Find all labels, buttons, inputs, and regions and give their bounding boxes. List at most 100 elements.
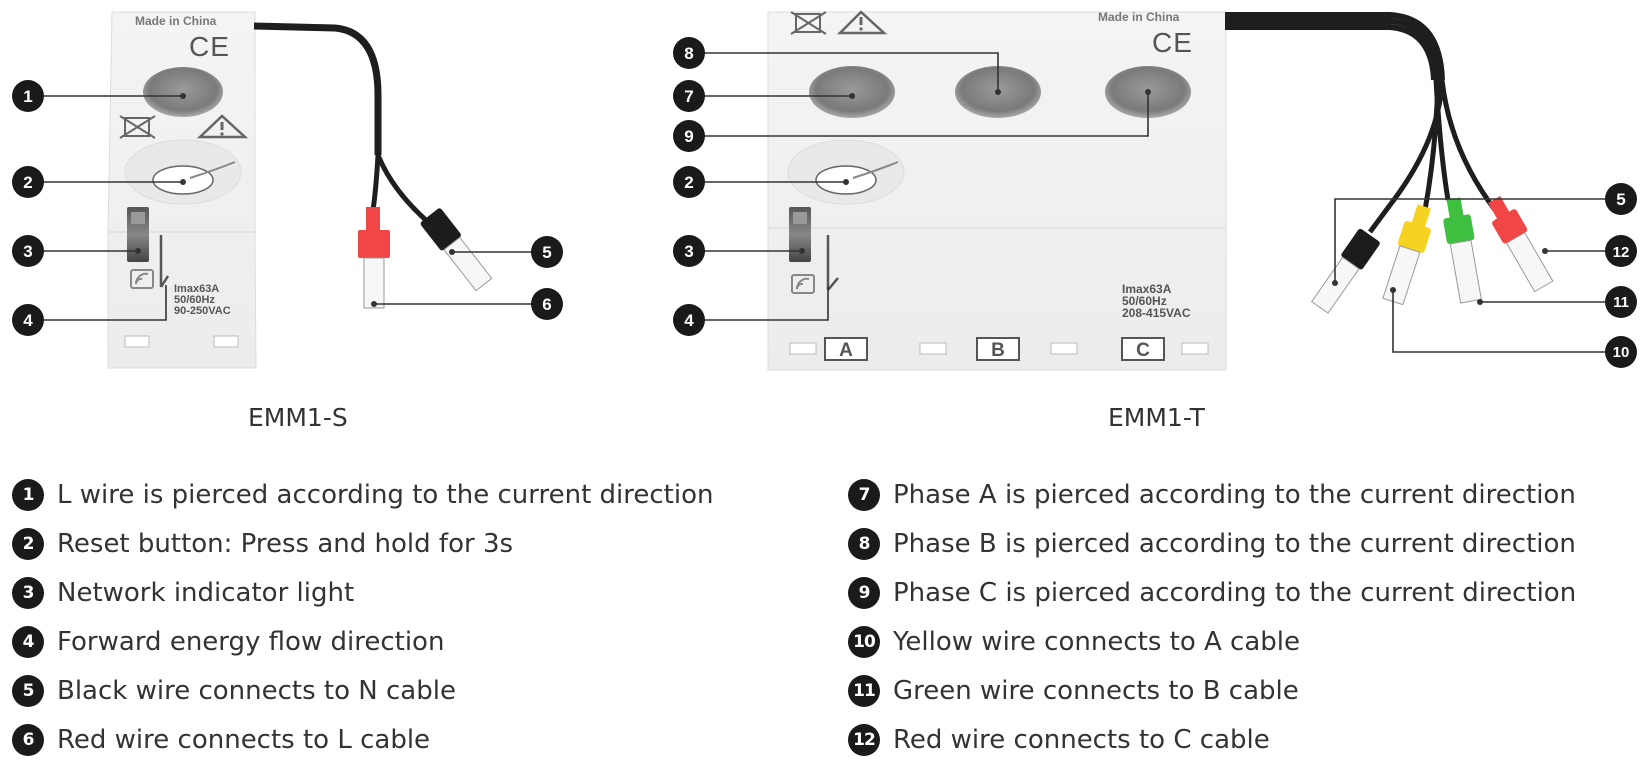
svg-text:2: 2 xyxy=(684,173,693,192)
legend-text: L wire is pierced according to the curre… xyxy=(57,480,714,510)
callout-badge: 4 xyxy=(673,304,705,336)
legend-text: Yellow wire connects to A cable xyxy=(893,627,1300,657)
device-diagram: Made in China CE Imax63A 50/60Hz 90-250V… xyxy=(12,10,1637,371)
legend-badge: 10 xyxy=(848,626,880,658)
callout-badge: 3 xyxy=(12,235,44,267)
emm1-s-black-clip xyxy=(420,208,493,292)
legend-item: 4 Forward energy flow direction xyxy=(12,625,444,659)
callout-badge: 4 xyxy=(12,304,44,336)
svg-text:7: 7 xyxy=(684,87,693,106)
energy-flow-arrow-icon xyxy=(826,235,839,291)
legend-badge: 2 xyxy=(12,528,44,560)
callout-badge: 1 xyxy=(12,80,44,112)
svg-text:C: C xyxy=(1136,340,1150,361)
svg-text:6: 6 xyxy=(542,295,551,314)
svg-text:10: 10 xyxy=(1613,344,1630,361)
legend-text: Reset button: Press and hold for 3s xyxy=(57,529,514,559)
svg-text:4: 4 xyxy=(684,311,694,330)
legend-item: 6 Red wire connects to L cable xyxy=(12,723,430,757)
callout-badge: 11 xyxy=(1605,286,1637,318)
svg-text:5: 5 xyxy=(1616,190,1625,209)
emm1-s-made-in-label: Made in China xyxy=(135,14,217,28)
legend-text: Forward energy flow direction xyxy=(57,627,445,657)
emm1-t-black-clip xyxy=(1310,228,1380,314)
svg-text:A: A xyxy=(839,340,853,361)
emm1-t-hole-a xyxy=(809,66,895,118)
legend-item: 1 L wire is pierced according to the cur… xyxy=(12,478,714,512)
svg-text:208-415VAC: 208-415VAC xyxy=(1122,306,1191,320)
legend-badge: 5 xyxy=(12,675,44,707)
wifi-icon xyxy=(791,274,815,294)
legend-text: Network indicator light xyxy=(57,578,355,608)
emm1-t-device: Made in China CE Imax63A 50/60Hz 208-415… xyxy=(767,10,1554,371)
callout-badge: 10 xyxy=(1605,336,1637,368)
legend-badge: 12 xyxy=(848,724,880,756)
svg-text:9: 9 xyxy=(684,127,693,146)
legend-item: 11 Green wire connects to B cable xyxy=(848,674,1299,708)
emm1-t-callouts: 8 7 9 2 3 4 5 12 11 10 xyxy=(673,37,1637,368)
emm1-t-made-in-label: Made in China xyxy=(1098,10,1180,24)
legend-item: 8 Phase B is pierced according to the cu… xyxy=(848,527,1576,561)
legend-badge: 4 xyxy=(12,626,44,658)
emm1-t-cable-bundle xyxy=(1225,12,1498,234)
emm1-s-device: Made in China CE Imax63A 50/60Hz 90-250V… xyxy=(107,11,493,369)
emm1-s-pierce-hole xyxy=(143,67,223,117)
emm1-s-rating-label: Imax63A 50/60Hz 90-250VAC xyxy=(174,283,231,317)
emm1-t-red-clip xyxy=(1488,196,1554,293)
svg-text:5: 5 xyxy=(542,243,551,262)
legend-badge: 7 xyxy=(848,479,880,511)
warning-triangle-icon xyxy=(196,114,249,139)
legend-text: Phase A is pierced according to the curr… xyxy=(893,480,1576,510)
callout-badge: 9 xyxy=(673,120,705,152)
svg-text:3: 3 xyxy=(23,242,32,261)
emm1-s-cable xyxy=(253,22,382,155)
emm1-s-caption: EMM1-S xyxy=(248,403,348,432)
legend-item: 5 Black wire connects to N cable xyxy=(12,674,456,708)
emm1-s-callouts: 1 2 3 4 5 6 xyxy=(12,80,563,336)
legend-badge: 11 xyxy=(848,675,880,707)
legend-badge: 9 xyxy=(848,577,880,609)
callout-badge: 5 xyxy=(1605,183,1637,215)
legend-text: Red wire connects to L cable xyxy=(57,725,431,755)
callout-badge: 5 xyxy=(531,236,563,268)
svg-text:11: 11 xyxy=(1613,294,1629,311)
svg-text:50/60Hz: 50/60Hz xyxy=(174,294,215,306)
legend-text: Green wire connects to B cable xyxy=(893,676,1299,706)
emm1-t-leader-lines xyxy=(689,52,1605,353)
callout-badge: 7 xyxy=(673,80,705,112)
svg-text:90-250VAC: 90-250VAC xyxy=(174,305,231,317)
phase-labels: A B C xyxy=(824,337,1165,361)
legend-item: 12 Red wire connects to C cable xyxy=(848,723,1270,757)
emm1-s-leader-lines xyxy=(28,95,545,321)
legend-badge: 1 xyxy=(12,479,44,511)
svg-text:Imax63A: Imax63A xyxy=(1122,282,1172,296)
weee-bin-icon xyxy=(119,115,156,139)
wifi-icon xyxy=(130,269,154,289)
legend-text: Red wire connects to C cable xyxy=(893,725,1270,755)
svg-text:1: 1 xyxy=(23,87,32,106)
svg-text:Imax63A: Imax63A xyxy=(174,283,219,295)
callout-badge: 12 xyxy=(1605,235,1637,267)
legend-item: 10 Yellow wire connects to A cable xyxy=(848,625,1300,659)
callout-badge: 3 xyxy=(673,235,705,267)
svg-text:12: 12 xyxy=(1613,244,1630,261)
legend-text: Phase C is pierced according to the curr… xyxy=(893,578,1577,608)
callout-badge: 2 xyxy=(673,166,705,198)
callout-badge: 6 xyxy=(531,288,563,320)
legend-badge: 8 xyxy=(848,528,880,560)
emm1-t-yellow-clip xyxy=(1382,204,1431,306)
svg-text:8: 8 xyxy=(684,44,693,63)
emm1-t-green-clip xyxy=(1443,197,1482,304)
warning-triangle-icon xyxy=(836,10,888,35)
svg-text:2: 2 xyxy=(23,173,32,192)
emm1-t-ce-mark: CE xyxy=(1152,27,1193,58)
svg-text:3: 3 xyxy=(684,242,693,261)
emm1-s-red-clip xyxy=(358,207,390,309)
emm1-t-rating-label: Imax63A 50/60Hz 208-415VAC xyxy=(1122,282,1191,320)
energy-flow-arrow-icon xyxy=(159,235,170,288)
svg-text:B: B xyxy=(991,340,1005,361)
legend-item: 3 Network indicator light xyxy=(12,576,354,610)
weee-bin-icon xyxy=(790,11,827,35)
svg-text:4: 4 xyxy=(23,311,33,330)
legend-text: Black wire connects to N cable xyxy=(57,676,456,706)
